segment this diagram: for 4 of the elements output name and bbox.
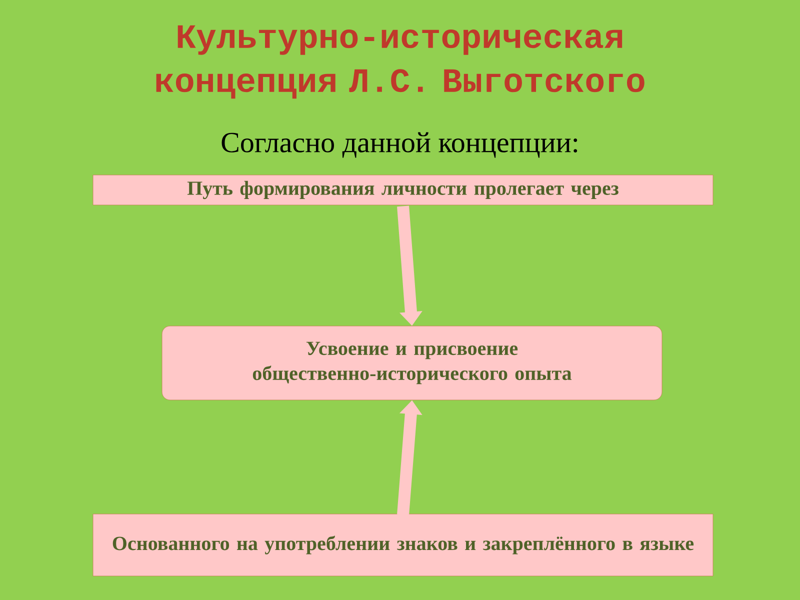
- title: Культурно-историческая концепция Л.С. Выготского: [156, 25, 644, 99]
- text-band: Основанного на употреблении знаков и закреплённого в языке: [92, 514, 714, 576]
- rounded-box: Усвоение и присвоение общественно-исторического опыта: [162, 326, 662, 400]
- text-band: Путь формирования личности пролегает через: [92, 174, 714, 206]
